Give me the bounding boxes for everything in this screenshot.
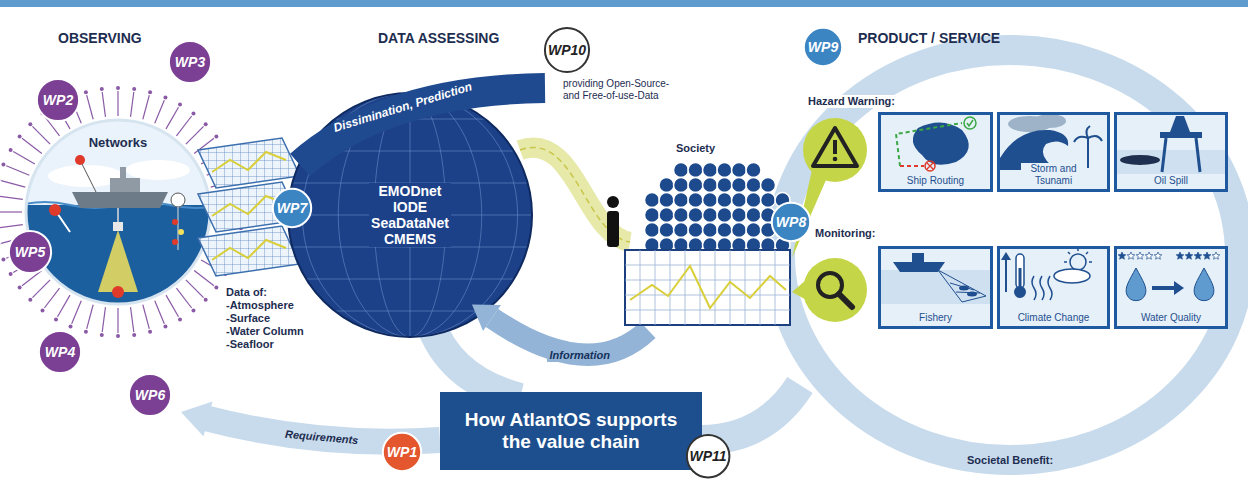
fishery-picture (878, 253, 993, 304)
circle-outline (687, 435, 730, 478)
circle-outline (383, 433, 421, 471)
circle-outline (129, 374, 171, 416)
work-package-circle: WP4 (38, 330, 82, 374)
data-list-item: -Atmosphere (226, 299, 294, 312)
monitoring-callout (792, 258, 867, 322)
banner-title: How AtlantOS supports the value chain (455, 409, 687, 453)
work-package-number: WP3 (175, 54, 205, 70)
dissemination-band: Dissimination, Prediction (308, 68, 497, 148)
data-list-item: -Water Column (226, 325, 304, 338)
service-caption: Fishery (917, 312, 954, 324)
data-chart (625, 250, 790, 325)
service-tile: Oil Spill (1114, 112, 1228, 192)
observing-rim (26, 120, 210, 304)
observing-circle: Networks (26, 120, 210, 304)
work-package-number: WP6 (135, 387, 165, 403)
arrow-head (181, 402, 213, 437)
top-strip (0, 0, 1248, 7)
service-tile: Climate Change (997, 246, 1110, 329)
section-heading: OBSERVING (58, 30, 142, 47)
person-icon (607, 196, 619, 247)
title-banner: How AtlantOS supports the value chain (440, 392, 702, 470)
portal-names: EMODnet IODE SeaDataNet CMEMS (369, 183, 451, 247)
work-package-circle: WP5 (8, 230, 52, 274)
service-caption: Ship Routing (905, 175, 966, 187)
work-package-number: WP1 (387, 444, 417, 460)
tile-grounds (878, 112, 1228, 329)
network-label: Networks (87, 136, 150, 151)
group-heading: Hazard Warning: (805, 95, 898, 108)
service-tile: Storm and Tsunami (997, 112, 1110, 192)
circle-outline (772, 203, 810, 241)
circle-outline (545, 28, 589, 72)
work-package-number: WP8 (776, 214, 806, 230)
work-package-circle: WP6 (128, 373, 172, 417)
work-package-number: WP9 (808, 39, 838, 55)
data-globe: EMODnet IODE SeaDataNet CMEMS (288, 93, 532, 337)
group-heading: Monitoring: (812, 227, 878, 240)
circle-outline (804, 28, 842, 66)
circle-outline (9, 231, 51, 273)
work-package-circle: WP1 (382, 432, 422, 472)
service-caption: Climate Change (1016, 312, 1092, 324)
work-package-number: WP10 (548, 42, 586, 58)
work-package-number: WP4 (45, 344, 75, 360)
benefit-loop (780, 50, 1240, 460)
quality-stars (1118, 252, 1220, 259)
data-list-item: -Seafloor (226, 338, 274, 351)
work-package-number: WP7 (277, 200, 307, 216)
section-heading: DATA ASSESSING (378, 30, 499, 47)
service-tile: Ship Routing (878, 112, 993, 192)
circle-outline (37, 79, 79, 121)
ship-routing-picture (896, 117, 976, 171)
water-quality-picture (1126, 268, 1214, 301)
flow-label: Information (547, 349, 614, 362)
work-package-circle: WP2 (36, 78, 80, 122)
circle-outline (39, 331, 81, 373)
circle-outline (169, 41, 211, 83)
globe-grid (280, 90, 540, 340)
work-package-circle: WP7 (272, 188, 312, 228)
ocean-scene (20, 115, 220, 315)
oil-spill-picture (1114, 116, 1228, 174)
service-tile: Water Quality (1114, 246, 1228, 329)
work-package-number: WP2 (43, 92, 73, 108)
work-package-circle: WP8 (771, 202, 811, 242)
work-package-circle: WP9 (803, 27, 843, 67)
band-label: Dissimination, Prediction (332, 80, 474, 135)
work-package-number: WP5 (15, 244, 45, 260)
data-list-item: -Surface (226, 312, 270, 325)
loop-band (700, 385, 800, 440)
service-caption: Oil Spill (1152, 175, 1190, 187)
service-caption: Water Quality (1139, 312, 1203, 324)
climate-change-picture (1001, 248, 1092, 300)
work-package-circle: WP10 (544, 27, 590, 73)
arrow-head (472, 305, 501, 332)
service-tile: Fishery (878, 246, 993, 329)
flow-label: Requirements (281, 427, 361, 447)
data-note: providing Open-Source- and Free-of-use-D… (560, 78, 684, 102)
work-package-circle: WP11 (686, 434, 730, 478)
society-label: Society (676, 142, 715, 155)
circle-outline (273, 189, 311, 227)
section-heading: PRODUCT / SERVICE (858, 30, 1000, 47)
data-list-heading: Data of: (226, 286, 267, 299)
work-package-number: WP11 (689, 448, 726, 464)
society-crowd (645, 163, 791, 253)
service-caption: Storm and Tsunami (1021, 163, 1087, 186)
storm-tsunami-picture (1000, 114, 1102, 170)
work-package-circle: WP3 (168, 40, 212, 84)
flow-label: Societal Benefit: (964, 454, 1056, 467)
